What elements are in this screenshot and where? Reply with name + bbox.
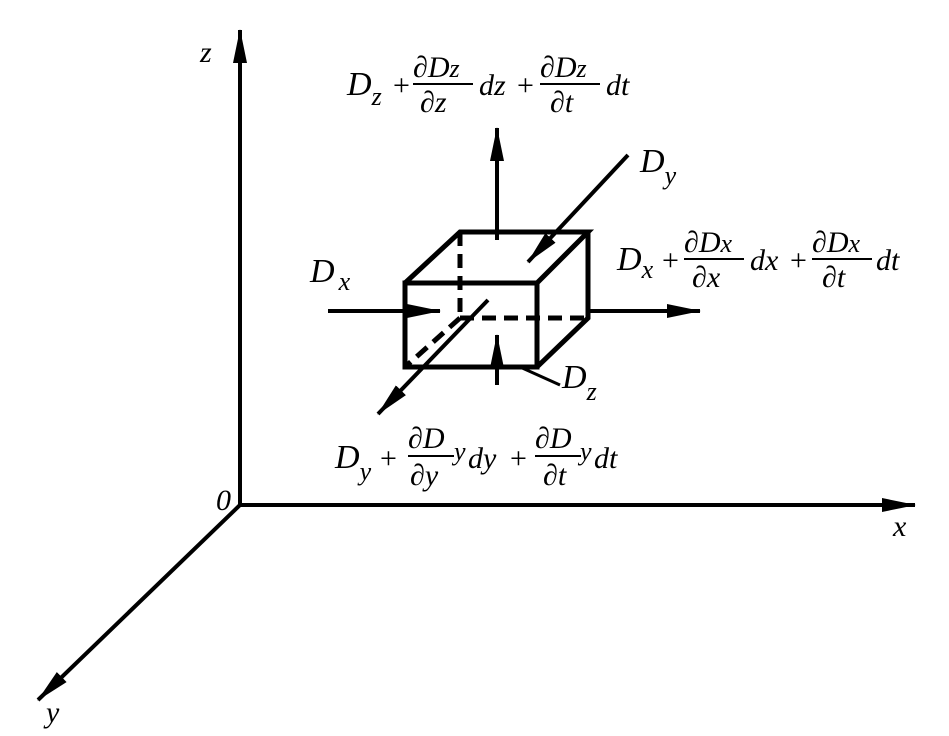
dy-out-frac1-den-var: y [422,459,439,492]
svg-text:Dz: Dz [561,359,597,406]
dx-out-frac1-den-var: x [706,261,721,294]
dz-out-plus-1: + [393,69,410,102]
dz-out-frac1-sub: z [449,54,460,83]
svg-text:∂Dx: ∂Dx [684,226,733,259]
volume-element [402,229,595,370]
svg-text:∂y: ∂y [410,459,439,492]
svg-text:Dy: Dy [639,143,677,190]
dy-out-frac2-den-var: t [558,459,567,492]
dy-out-D: D [334,439,360,476]
dx-in-label-D: D [309,253,335,290]
dy-out-expression: Dy + ∂D ∂y y dy + ∂D ∂t y dt [334,422,618,492]
dy-in-arrow [526,153,630,264]
dz-out-frac2-den-partial: ∂ [550,86,565,119]
dx-out-frac2-partial: ∂ [812,226,827,259]
dy-out-frac1-D: D [422,422,445,455]
svg-text:Dx: Dx [309,253,351,296]
svg-text:∂t: ∂t [822,261,846,294]
dy-out-frac1-den-partial: ∂ [410,459,425,492]
dz-out-dz: dz [479,69,506,102]
dz-out-dt: dt [606,69,630,102]
dy-out-plus-2: + [510,442,527,475]
dz-out-frac1-partial: ∂ [413,51,428,84]
dx-out-frac2-D: D [826,226,849,259]
dy-out-dt: dt [594,442,618,475]
dz-in-label-D: D [561,359,587,396]
dz-out-frac2-D: D [554,51,577,84]
box-front-face [402,280,540,370]
dx-out-plus-1: + [662,244,679,277]
dy-out-frac1-partial: ∂ [408,422,423,455]
dx-out-D-sub: x [641,255,654,284]
dz-out-D: D [346,66,372,103]
dy-out-dy: dy [468,442,497,475]
svg-text:∂z: ∂z [420,86,447,119]
dx-out-frac2-den-var: t [837,261,846,294]
dy-out-frac2-sub: y [577,437,592,466]
dy-out-plus-1: + [380,442,397,475]
svg-text:∂D: ∂D [535,422,572,455]
dy-in-label-D: D [639,143,665,180]
dx-out-expression: Dx + ∂Dx ∂x dx + ∂Dx ∂t dt [616,226,900,294]
dy-out-frac1-sub: y [451,437,466,466]
svg-text:∂Dz: ∂Dz [413,51,460,84]
dy-out-frac2-D: D [549,422,572,455]
dy-in-label-sub: y [662,161,677,190]
dx-out-frac1-partial: ∂ [684,226,699,259]
dz-out-frac1-den-var: z [434,86,447,119]
svg-text:Dy: Dy [334,439,372,486]
y-axis-label: y [43,696,60,729]
dz-out-plus-2: + [517,69,534,102]
dz-out-frac1-D: D [427,51,450,84]
box-hidden-depth [403,316,462,369]
dy-out-frac2-partial: ∂ [535,422,550,455]
svg-text:Dz: Dz [346,66,382,111]
x-axis-label: x [892,510,907,543]
dx-out-plus-2: + [790,244,807,277]
svg-text:∂Dx: ∂Dx [812,226,861,259]
dx-in-label-sub: x [338,267,351,296]
dz-out-expression: Dz + ∂Dz ∂z dz + ∂Dz ∂t dt [346,51,630,119]
y-axis-line [36,503,242,702]
coordinate-axes [36,29,916,702]
dz-in-label-sub: z [586,377,597,406]
dx-out-frac1-D: D [698,226,721,259]
dx-out-frac2-sub: x [848,229,861,258]
dx-out-frac1-den-partial: ∂ [692,261,707,294]
svg-text:Dx: Dx [616,241,654,284]
axis-labels: z x y 0 [43,36,907,729]
svg-text:∂x: ∂x [692,261,721,294]
dy-out-frac2-den-partial: ∂ [543,459,558,492]
dx-out-frac1-sub: x [720,229,733,258]
svg-text:∂Dz: ∂Dz [540,51,587,84]
svg-text:∂D: ∂D [408,422,445,455]
dz-out-D-sub: z [371,82,382,111]
svg-text:∂t: ∂t [543,459,567,492]
dy-out-arrow [376,298,490,416]
flux-arrows [328,127,701,416]
svg-text:∂t: ∂t [550,86,574,119]
dx-out-frac2-den-partial: ∂ [822,261,837,294]
dz-label-pointer [519,365,561,387]
dz-out-frac2-den-var: t [565,86,574,119]
dz-out-frac2-partial: ∂ [540,51,555,84]
dz-out-frac2-sub: z [576,54,587,83]
dy-out-D-sub: y [357,457,372,486]
box-top-face [403,229,595,285]
dx-out-dt: dt [876,244,900,277]
dx-out-dx: dx [750,244,779,277]
dz-out-frac1-den-partial: ∂ [420,86,435,119]
origin-label: 0 [216,484,231,517]
z-axis-label: z [199,36,212,69]
dx-out-D: D [616,241,642,278]
box-right-face [535,232,591,369]
